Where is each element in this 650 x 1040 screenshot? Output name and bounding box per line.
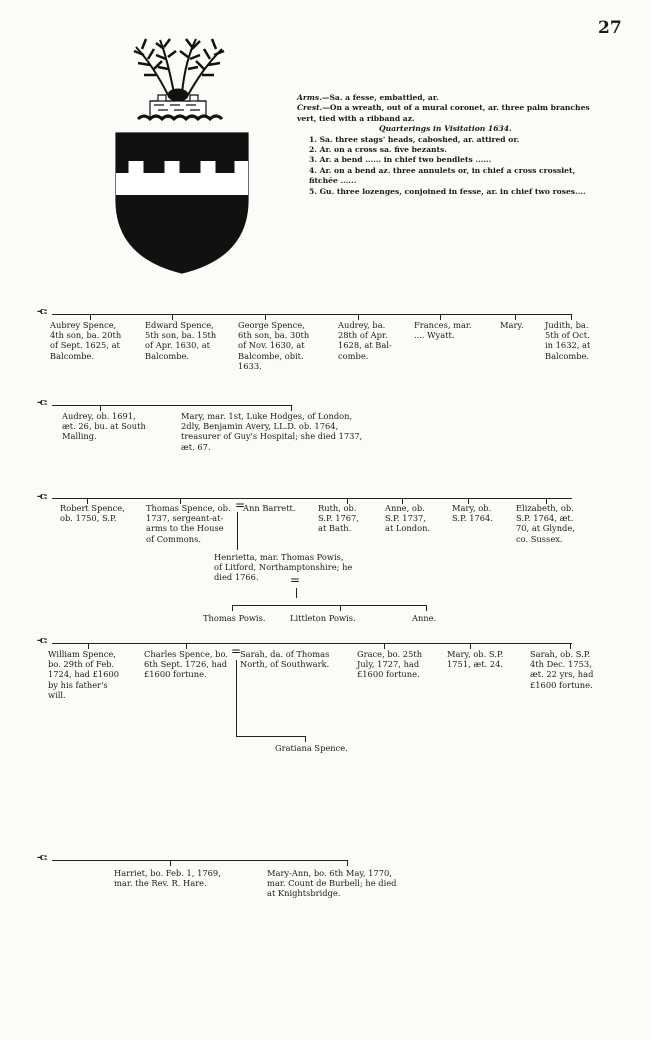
person-william-spence: William Spence, bo. 29th of Feb. 1724, h… bbox=[48, 649, 119, 700]
person-mary-ann: Mary-Ann, bo. 6th May, 1770, mar. Count … bbox=[267, 868, 396, 899]
drop-line bbox=[426, 605, 427, 611]
descent-line bbox=[52, 314, 572, 315]
person-sarah-1753: Sarah, ob. S.P. 4th Dec. 1753, æt. 22 yr… bbox=[530, 649, 593, 690]
heraldry-block: Arms.—Sa. a fesse, embattled, ar. Crest.… bbox=[297, 93, 597, 197]
person-mary-hodges-avery: Mary, mar. 1st, Luke Hodges, of London, … bbox=[181, 411, 362, 452]
person-ann-barrett: Ann Barrett. bbox=[243, 503, 296, 513]
person-grace: Grace, bo. 25th July, 1727, had £1600 fo… bbox=[357, 649, 422, 680]
person-thomas-spence: Thomas Spence, ob. 1737, sergeant-at- ar… bbox=[146, 503, 231, 544]
quartering-3: 3. Ar. a bend ...... in chief two bendle… bbox=[297, 155, 597, 165]
coat-of-arms-image bbox=[108, 35, 258, 275]
quarterings-title: Quarterings in Visitation 1634. bbox=[297, 124, 597, 134]
person-audrey-1691: Audrey, ob. 1691, æt. 26, bu. at South M… bbox=[62, 411, 146, 442]
issue-line bbox=[236, 736, 306, 737]
person-mary-1751: Mary, ob. S.P. 1751, æt. 24. bbox=[447, 649, 503, 669]
person-thomas-powis: Thomas Powis. bbox=[203, 613, 265, 623]
page-number: 27 bbox=[598, 18, 622, 38]
descent-mark: -c: bbox=[37, 853, 47, 863]
person-edward-spence: Edward Spence, 5th son, ba. 15th of Apr.… bbox=[145, 320, 216, 361]
person-henrietta: Henrietta, mar. Thomas Powis, of Litford… bbox=[214, 552, 352, 583]
descent-mark: -c: bbox=[37, 398, 47, 408]
descent-mark: -c: bbox=[37, 307, 47, 317]
palm-branches-crest bbox=[134, 39, 224, 101]
descent-mark: -c: bbox=[37, 492, 47, 502]
marriage-sign: = bbox=[290, 575, 300, 585]
drop-line bbox=[305, 736, 306, 742]
issue-line bbox=[237, 512, 238, 550]
person-mary: Mary. bbox=[500, 320, 524, 330]
person-robert-spence: Robert Spence, ob. 1750, S.P. bbox=[60, 503, 125, 523]
person-anne-powis: Anne. bbox=[412, 613, 436, 623]
person-elizabeth: Elizabeth, ob. S.P. 1764, æt. 70, at Gly… bbox=[516, 503, 575, 544]
person-gratiana-spence: Gratiana Spence. bbox=[275, 743, 348, 753]
drop-line bbox=[340, 605, 341, 611]
descent-line bbox=[52, 860, 348, 861]
person-frances: Frances, mar. .... Wyatt. bbox=[414, 320, 472, 340]
descent-line bbox=[52, 498, 572, 499]
person-charles-spence: Charles Spence, bo. 6th Sept. 1726, had … bbox=[144, 649, 228, 680]
person-anne: Anne, ob. S.P. 1737, at London. bbox=[385, 503, 430, 534]
drop-line bbox=[347, 860, 348, 866]
issue-line bbox=[296, 588, 297, 598]
person-mary-1764: Mary, ob. S.P. 1764. bbox=[452, 503, 493, 523]
quartering-5: 5. Gu. three lozenges, conjoined in fess… bbox=[297, 187, 597, 197]
crest-line: Crest.—On a wreath, out of a mural coron… bbox=[297, 103, 597, 124]
arms-line: Arms.—Sa. a fesse, embattled, ar. bbox=[297, 93, 597, 103]
person-judith: Judith, ba. 5th of Oct. in 1632, at Balc… bbox=[545, 320, 590, 361]
descent-mark: -c: bbox=[37, 636, 47, 646]
descent-line bbox=[52, 405, 292, 406]
person-audrey: Audrey, ba. 28th of Apr. 1628, at Bal- c… bbox=[338, 320, 392, 361]
person-george-spence: George Spence, 6th son, ba. 30th of Nov.… bbox=[238, 320, 309, 371]
drop-line bbox=[232, 605, 233, 611]
person-sarah-north: Sarah, da. of Thomas North, of Southwark… bbox=[240, 649, 329, 669]
person-ruth: Ruth, ob. S.P. 1767, at Bath. bbox=[318, 503, 359, 534]
person-aubrey-spence: Aubrey Spence, 4th son, ba. 20th of Sept… bbox=[50, 320, 121, 361]
person-littleton-powis: Littleton Powis. bbox=[290, 613, 356, 623]
drop-line bbox=[170, 860, 171, 866]
descent-line bbox=[52, 643, 572, 644]
powis-line bbox=[232, 605, 427, 606]
quartering-2: 2. Ar. on a cross sa. five bezants. bbox=[297, 145, 597, 155]
shield bbox=[116, 133, 248, 273]
quartering-1: 1. Sa. three stags' heads, caboshed, ar.… bbox=[297, 135, 597, 145]
person-harriet: Harriet, bo. Feb. 1, 1769, mar. the Rev.… bbox=[114, 868, 221, 888]
issue-line bbox=[236, 660, 237, 736]
quartering-4: 4. Ar. on a bend az. three annulets or, … bbox=[297, 166, 597, 187]
